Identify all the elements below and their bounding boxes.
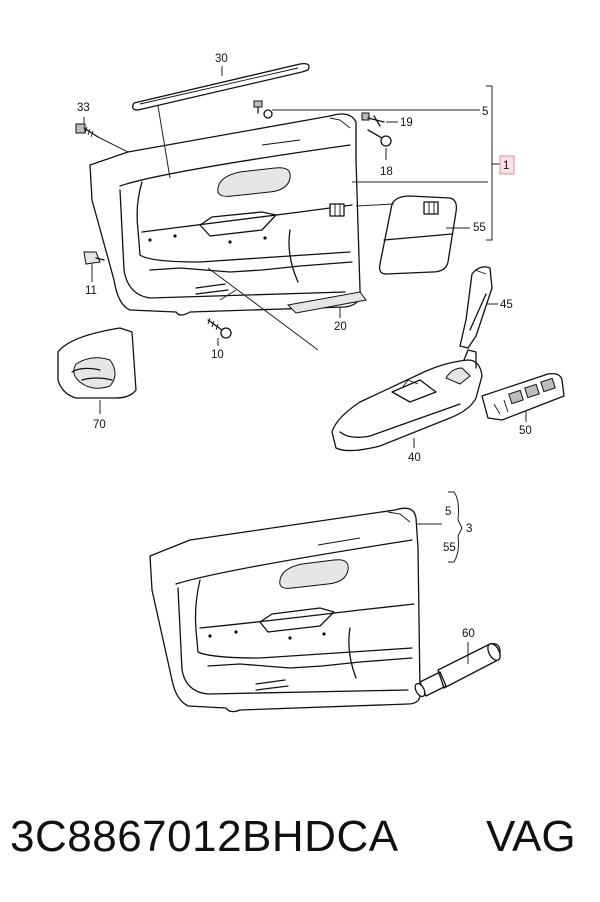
callout-5-top: 5 bbox=[482, 106, 488, 118]
callout-labels: 30 33 5 19 1 18 55 11 45 20 10 70 50 40 … bbox=[77, 53, 532, 640]
part-18-screw bbox=[367, 129, 392, 147]
part-19-clip bbox=[361, 112, 385, 127]
part-number: 3C8867012BHDCA bbox=[10, 812, 399, 861]
part-70-handle-bracket bbox=[57, 327, 137, 399]
part-50-window-switch bbox=[481, 372, 565, 421]
callout-45: 45 bbox=[500, 299, 513, 311]
door-panel-bottom bbox=[149, 507, 421, 713]
callout-50: 50 bbox=[519, 425, 532, 437]
callout-33: 33 bbox=[77, 102, 90, 114]
callout-55-bottom: 55 bbox=[443, 542, 456, 554]
callout-19: 19 bbox=[400, 117, 413, 129]
callout-1-highlight bbox=[499, 155, 515, 175]
brand-name: VAG bbox=[486, 812, 576, 861]
part-10-screw bbox=[207, 317, 232, 339]
part-20-trim-strip bbox=[286, 291, 367, 314]
parts-diagram: 30 33 5 19 1 18 55 11 45 20 10 70 50 40 … bbox=[57, 53, 565, 713]
callout-70: 70 bbox=[93, 419, 106, 431]
callout-18: 18 bbox=[380, 166, 393, 178]
part-45-trim bbox=[459, 266, 493, 349]
callout-1: 1 bbox=[503, 160, 509, 172]
callout-3: 3 bbox=[466, 523, 472, 535]
callout-11: 11 bbox=[85, 285, 97, 297]
footer: 3C8867012BHDCA VAG bbox=[0, 790, 600, 890]
leader-lines bbox=[83, 66, 527, 664]
callout-10: 10 bbox=[211, 349, 224, 361]
callout-40: 40 bbox=[408, 452, 421, 464]
part-55-bezel bbox=[378, 195, 458, 275]
part-40-armrest bbox=[331, 349, 483, 452]
callout-55-top: 55 bbox=[473, 222, 486, 234]
part-60-damper bbox=[414, 643, 501, 698]
callout-30: 30 bbox=[215, 53, 228, 65]
callout-60: 60 bbox=[462, 628, 475, 640]
part-33-screw bbox=[75, 123, 99, 138]
callout-20: 20 bbox=[334, 321, 347, 333]
part-30-upper-trim-strip bbox=[132, 62, 310, 111]
door-panel-top bbox=[89, 113, 361, 316]
callout-5-bottom: 5 bbox=[445, 506, 451, 518]
part-5-clip bbox=[253, 100, 273, 119]
part-11-clip bbox=[83, 251, 105, 265]
